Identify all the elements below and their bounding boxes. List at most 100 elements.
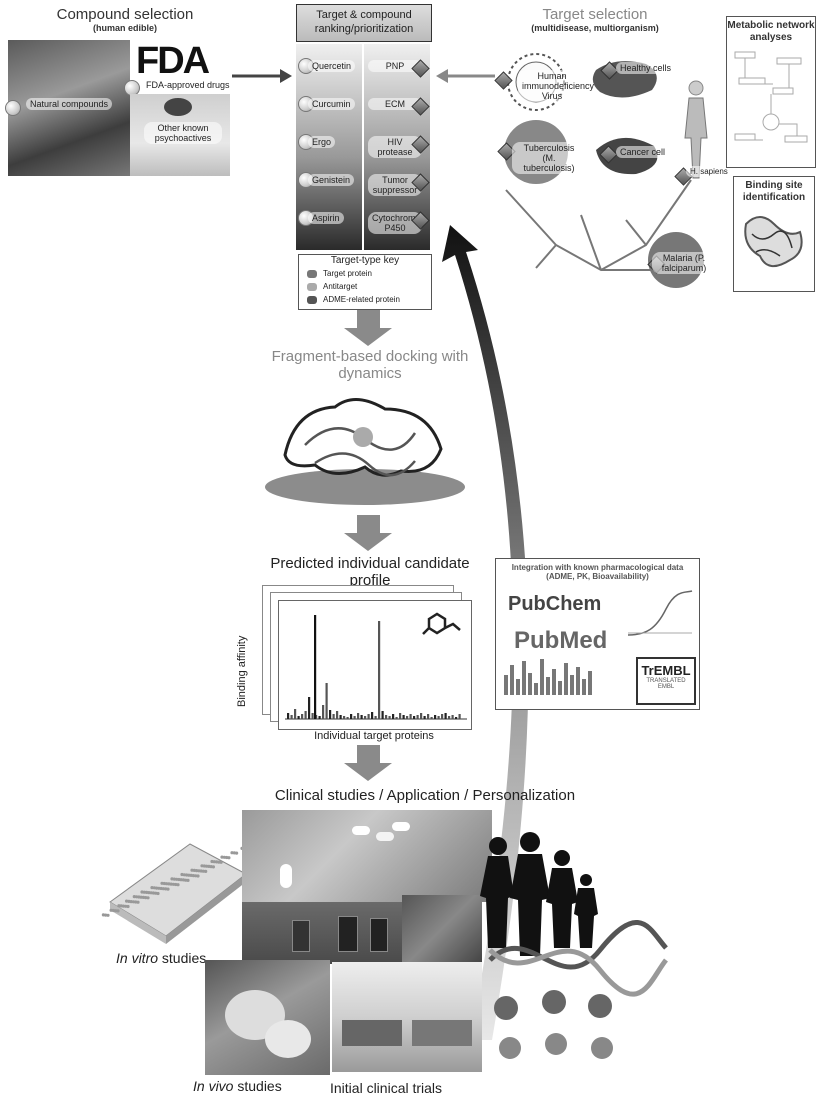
plate-well: [186, 878, 190, 882]
plate-well: [212, 860, 216, 864]
plate-well: [132, 895, 136, 899]
organism-human: H. sapiens: [686, 166, 732, 177]
plate-well: [129, 900, 133, 904]
plate-well: [116, 909, 120, 913]
plate-well: [169, 882, 173, 886]
natural-compounds-label: Natural compounds: [26, 98, 113, 110]
in-vivo-rest: studies: [233, 1078, 282, 1094]
plate-well: [189, 873, 193, 877]
key-item-label: Antitarget: [323, 282, 358, 291]
integration-panel: Integration with known pharmacological d…: [495, 558, 700, 710]
plate-well: [202, 864, 206, 868]
integration-bars: [504, 659, 592, 695]
clinical-trials-photo: [332, 962, 482, 1072]
ranking-target-label: HIV protease: [368, 136, 422, 158]
profile-bar: [399, 713, 402, 719]
profile-bar: [367, 714, 370, 719]
docking-title: Fragment-based docking with dynamics: [271, 348, 469, 382]
ranking-target-label: ECM: [368, 98, 422, 110]
plate-well: [124, 904, 128, 908]
profile-bar: [444, 713, 447, 719]
metabolic-network-panel: Metabolic network analyses: [726, 16, 816, 168]
plate-well: [220, 855, 224, 859]
vials-photo: [242, 902, 402, 964]
profile-bar: [346, 717, 349, 719]
profile-bar: [374, 716, 377, 719]
fda-logo-area: FDA FDA-approved drugs: [130, 40, 230, 92]
profile-bar: [402, 715, 405, 719]
in-vitro-rest: studies: [158, 950, 207, 966]
profile-bar: [329, 710, 332, 719]
ranking-compound-label: Ergo: [308, 136, 336, 148]
profile-bar: [332, 714, 335, 719]
profile-bar: [458, 714, 461, 719]
plate-well: [106, 913, 110, 917]
profile-chart-plot: [285, 612, 467, 720]
plate-well: [166, 887, 170, 891]
target-selection-title: Target selection: [542, 6, 648, 23]
profile-bar: [353, 716, 356, 719]
plate-well: [141, 895, 145, 899]
plate-well: [171, 882, 175, 886]
plate-well: [204, 869, 208, 873]
plate-well: [200, 864, 204, 868]
plate-well: [179, 878, 183, 882]
plate-well: [144, 896, 148, 900]
trembl-logo: TrEMBL TRANSLATED EMBL: [636, 657, 696, 705]
plate-well: [227, 856, 231, 860]
plate-well: [175, 877, 179, 881]
plate-well: [194, 874, 198, 878]
ranking-compound-label: Curcumin: [308, 98, 355, 110]
ranking-divider: [362, 44, 364, 250]
profile-xlabel: Individual target proteins: [314, 730, 434, 742]
profile-bar: [448, 716, 451, 719]
protein-icon: [307, 269, 317, 278]
profile-ylabel: Binding affinity: [236, 635, 248, 707]
plate-well: [160, 881, 164, 885]
docking-illustration: [265, 398, 465, 505]
plate-well: [172, 877, 176, 881]
ranking-title: Target & compound ranking/prioritization: [314, 9, 414, 35]
profile-bar: [423, 716, 426, 719]
plate-well: [205, 864, 209, 868]
plate-well: [191, 874, 195, 878]
psychoactives-label: Other known psychoactives: [144, 122, 222, 144]
in-vivo-label: In vivo studies: [193, 1078, 282, 1094]
in-vitro-label: In vitro studies: [116, 950, 206, 966]
plate-well: [156, 891, 160, 896]
key-item: Target protein: [299, 267, 431, 280]
plate-well: [162, 881, 166, 886]
in-vivo-photo: [205, 960, 330, 1075]
plate-well: [201, 869, 205, 873]
profile-bar: [455, 717, 458, 719]
plate-well: [215, 860, 219, 864]
binding-site-title: Binding site identification: [742, 180, 806, 203]
plate-well: [135, 895, 139, 899]
ranking-target-label: PNP: [368, 60, 422, 72]
ranking-compound-label: Aspirin: [308, 212, 344, 224]
integration-subtitle: (ADME, PK, Bioavailability): [546, 572, 649, 581]
plate-well: [190, 868, 194, 872]
pk-curve: [627, 590, 693, 636]
organism-healthy: Healthy cells: [616, 62, 676, 74]
profile-bar: [395, 717, 398, 719]
molecule-icon: [422, 612, 461, 635]
plate-well: [176, 883, 180, 887]
plate-well: [210, 859, 214, 864]
profile-bar: [343, 716, 346, 719]
ranking-target-label: Cytochrome P450: [368, 212, 422, 234]
fda-logo: FDA: [136, 40, 210, 82]
plate-well: [225, 855, 229, 860]
profile-bar: [287, 713, 290, 719]
plate-well: [134, 900, 138, 904]
plate-well: [145, 890, 149, 894]
clinical-trials-label: Initial clinical trials: [330, 1080, 443, 1096]
compound-selection-header: Compound selection (human edible): [10, 6, 240, 33]
plate-well: [119, 904, 123, 908]
natural-compounds-photo: Natural compounds: [8, 40, 130, 176]
plate-well: [196, 874, 200, 878]
plate-well: [232, 851, 236, 855]
plate-well: [170, 877, 174, 881]
profile-bar: [437, 716, 440, 719]
binding-site-panel: Binding site identification: [733, 176, 815, 292]
